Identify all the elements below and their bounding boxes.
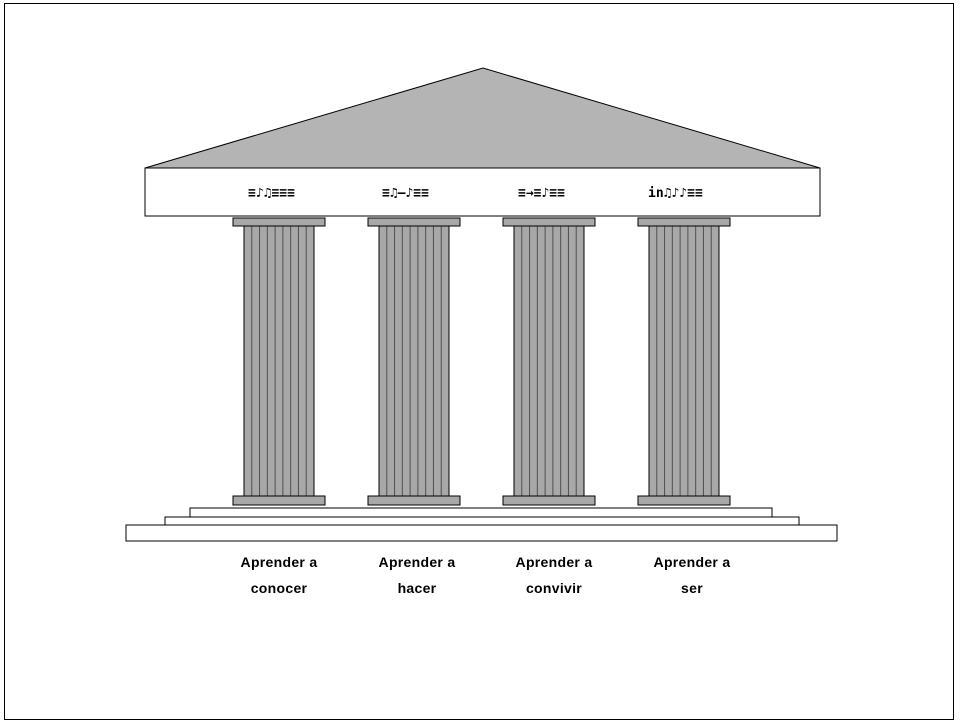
pillar-caption-hacer: Aprender a hacer xyxy=(352,549,482,601)
column-base xyxy=(232,495,326,506)
column-capital xyxy=(637,217,731,227)
column-capital xyxy=(502,217,596,227)
temple-step-middle xyxy=(164,516,800,526)
entablature-label-2: ≡♫–♪≡≡ xyxy=(382,186,429,201)
temple-roof xyxy=(144,67,821,169)
column-shaft xyxy=(513,225,585,497)
column-conocer xyxy=(232,217,326,506)
pillar-caption-line2: convivir xyxy=(525,580,583,596)
column-shaft xyxy=(378,225,450,497)
pillar-caption-line2: conocer xyxy=(250,580,308,596)
column-shaft xyxy=(243,225,315,497)
temple-step-bottom xyxy=(125,524,838,542)
pillar-caption-line2: ser xyxy=(681,580,703,596)
column-base xyxy=(502,495,596,506)
column-shaft xyxy=(648,225,720,497)
pillar-caption-line2: hacer xyxy=(397,580,437,596)
temple-entablature xyxy=(144,167,821,217)
diagram-frame xyxy=(4,3,954,720)
column-convivir xyxy=(502,217,596,506)
pillar-caption-line1: Aprender a xyxy=(378,554,456,570)
pillar-caption-convivir: Aprender a convivir xyxy=(489,549,619,601)
pillar-caption-line1: Aprender a xyxy=(515,554,593,570)
temple-columns xyxy=(232,217,731,506)
column-ser xyxy=(637,217,731,506)
pillar-caption-line1: Aprender a xyxy=(240,554,318,570)
pillar-caption-line1: Aprender a xyxy=(653,554,731,570)
pillar-caption-conocer: Aprender a conocer xyxy=(214,549,344,601)
entablature-label-1: ≡♪♫≡≡≡ xyxy=(248,186,295,201)
entablature-label-4: in♫♪♪≡≡ xyxy=(648,186,703,201)
column-base xyxy=(367,495,461,506)
temple-step-top xyxy=(189,507,773,518)
column-hacer xyxy=(367,217,461,506)
column-base xyxy=(637,495,731,506)
pillar-caption-ser: Aprender a ser xyxy=(627,549,757,601)
column-capital xyxy=(367,217,461,227)
entablature-label-3: ≡→≡♪≡≡ xyxy=(518,186,565,201)
column-capital xyxy=(232,217,326,227)
